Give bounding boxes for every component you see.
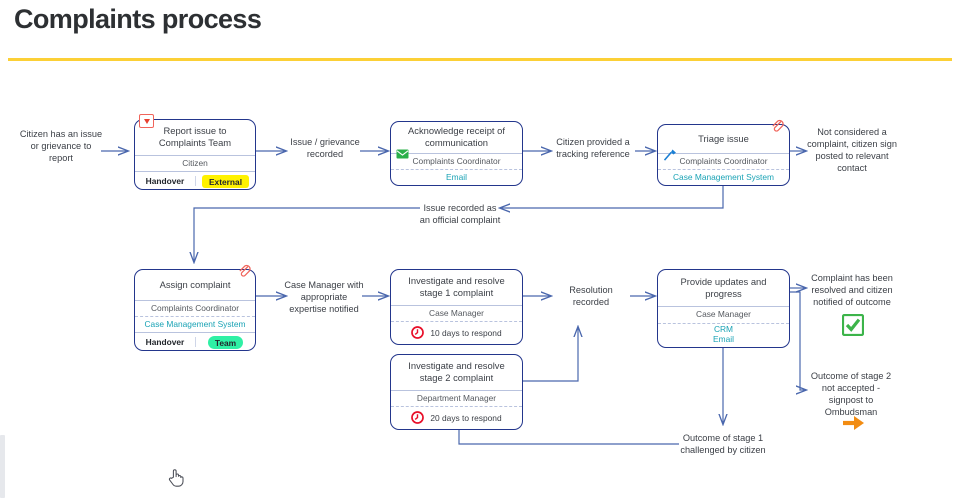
node-provide-updates[interactable]: Provide updates and progress Case Manage…	[657, 269, 790, 348]
node-acknowledge-receipt[interactable]: Acknowledge receipt of communication Com…	[390, 121, 523, 186]
edge-label-complaint-resolved: Complaint has been resolved and citizen …	[811, 273, 893, 308]
edge-label-issue-recorded: Issue / grievance recorded	[290, 137, 360, 160]
node-timer-text: 10 days to respond	[430, 328, 502, 338]
handover-value-cell: External	[196, 172, 255, 190]
edge-label-official-complaint: Issue recorded as an official complaint	[419, 203, 501, 226]
handover-badge-external: External	[201, 175, 250, 188]
node-role: Citizen	[135, 154, 255, 171]
edge-label-tracking-reference: Citizen provided a tracking reference	[556, 137, 630, 160]
red-paperclip-icon	[237, 264, 251, 277]
node-timer-row: 10 days to respond	[391, 321, 522, 344]
node-title: Acknowledge receipt of communication	[408, 125, 505, 149]
page-title: Complaints process	[14, 4, 262, 34]
node-title: Investigate and resolve stage 2 complain…	[408, 360, 505, 384]
edge-label-stage-1-challenged: Outcome of stage 1 challenged by citizen	[680, 433, 766, 456]
edge-label-start-trigger: Citizen has an issue or grievance to rep…	[19, 129, 103, 164]
node-timer-row: 20 days to respond	[391, 406, 522, 429]
node-title: Report issue to Complaints Team	[158, 125, 232, 149]
handover-label: Handover	[135, 175, 196, 186]
pointing-hand-cursor	[168, 468, 184, 488]
handover-badge-team: Team	[207, 336, 244, 349]
node-title: Triage issue	[698, 132, 749, 144]
green-envelope-icon	[396, 149, 409, 159]
node-triage-issue[interactable]: Triage issue Complaints Coordinator Case…	[657, 119, 790, 186]
orange-arrow-icon	[842, 414, 866, 437]
node-role: Complaints Coordinator	[391, 152, 522, 169]
red-clock-icon	[411, 325, 425, 341]
node-report-issue[interactable]: Report issue to Complaints Team Citizen …	[134, 114, 256, 190]
node-handover-row: Handover Team	[135, 332, 255, 350]
node-system: Email	[391, 168, 522, 185]
node-handover-row: Handover External	[135, 171, 255, 189]
node-assign-complaint[interactable]: Assign complaint Complaints Coordinator …	[134, 264, 256, 351]
edge-label-stage-2-not-accepted: Outcome of stage 2 not accepted - signpo…	[810, 371, 892, 418]
node-system: Case Management System	[658, 168, 789, 185]
node-investigate-stage-1[interactable]: Investigate and resolve stage 1 complain…	[390, 269, 523, 345]
node-role: Department Manager	[391, 389, 522, 406]
red-paperclip-icon	[770, 119, 784, 132]
handover-label: Handover	[135, 336, 196, 347]
edge-label-resolution-recorded: Resolution recorded	[569, 285, 613, 308]
node-investigate-stage-2[interactable]: Investigate and resolve stage 2 complain…	[390, 354, 523, 430]
node-system-crm: CRM	[658, 322, 789, 335]
red-flag-icon	[139, 114, 154, 128]
blue-pin-icon	[663, 149, 677, 162]
green-check-icon	[841, 313, 865, 341]
node-role: Complaints Coordinator	[658, 152, 789, 169]
node-role: Case Manager	[391, 304, 522, 321]
edge-label-not-a-complaint: Not considered a complaint, citizen sign…	[807, 127, 897, 174]
node-title: Provide updates and progress	[680, 276, 767, 300]
title-divider	[8, 58, 952, 61]
node-role: Complaints Coordinator	[135, 299, 255, 316]
handover-value-cell: Team	[196, 333, 255, 351]
node-system: Case Management System	[135, 315, 255, 332]
node-system-email: Email	[713, 333, 734, 344]
left-edge-strip	[0, 435, 5, 498]
node-title: Investigate and resolve stage 1 complain…	[408, 275, 505, 299]
node-timer-text: 20 days to respond	[430, 413, 502, 423]
node-role: Case Manager	[658, 306, 789, 322]
node-title: Assign complaint	[159, 278, 231, 290]
edge-label-case-manager-notified: Case Manager with appropriate expertise …	[284, 280, 364, 315]
red-clock-icon	[411, 410, 425, 426]
